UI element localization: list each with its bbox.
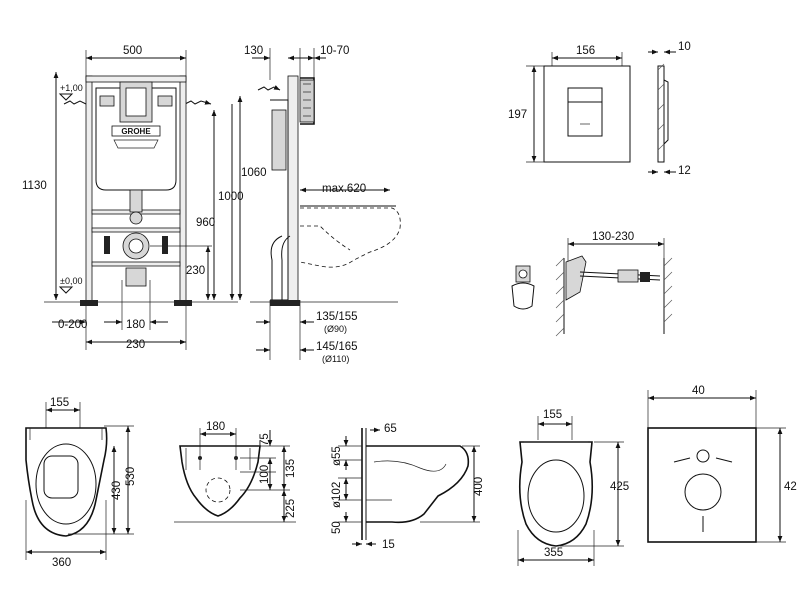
- dim-height-1000: 1000: [218, 191, 244, 203]
- dim-bowl-front-225: 225: [285, 499, 297, 518]
- dim-bowl-front-135: 135: [285, 459, 297, 478]
- dim-bowl-top-155: 155: [50, 397, 69, 409]
- dim-seat-425: 425: [610, 481, 629, 493]
- flush-button-views: 156 197 10 12: [508, 41, 691, 177]
- fixing-set-views: 130-230: [511, 231, 673, 337]
- dim-button-height: 197: [508, 109, 527, 121]
- dim-offset-0-200: 0-200: [58, 319, 87, 331]
- dim-button-width: 156: [576, 45, 595, 57]
- dim-max-620: max.620: [322, 183, 366, 195]
- dim-height-1130: 1130: [22, 180, 47, 192]
- dim-width-180: 180: [126, 319, 145, 331]
- bowl-front-view: 180 75 135 100 225: [174, 421, 297, 523]
- dim-bowl-side-d55: ø55: [331, 446, 343, 466]
- frame-front-view: 500 1130 +1,00 ±0,00 GROHE: [22, 45, 238, 351]
- level-top-label: +1,00: [60, 83, 83, 93]
- dim-mat-width-40: 40: [692, 385, 705, 397]
- dim-bowl-front-75: 75: [259, 433, 271, 446]
- dim-135-155: 135/155: [316, 311, 358, 323]
- dim-d110: (Ø110): [322, 354, 349, 364]
- frame-side-view: 130 10-70 1060 1000 960 max.620: [196, 45, 401, 364]
- dim-d90: (Ø90): [324, 324, 347, 334]
- dim-height-960: 960: [196, 217, 215, 229]
- dim-bowl-width-360: 360: [52, 557, 71, 569]
- seat-top-view: 155 425 355: [517, 409, 629, 566]
- brand-label: GROHE: [121, 127, 151, 136]
- dim-145-165: 145/165: [316, 341, 358, 353]
- dim-bowl-front-180: 180: [206, 421, 225, 433]
- dim-width-230: 230: [126, 339, 145, 351]
- dim-bowl-side-d102: ø102: [331, 482, 343, 508]
- dim-fixing-range: 130-230: [592, 231, 634, 243]
- dim-bowl-side-15: 15: [382, 539, 395, 551]
- sound-mat-view: 40 42: [647, 385, 797, 543]
- dim-bowl-front-100: 100: [259, 465, 271, 484]
- dim-button-thickness-10: 10: [678, 41, 691, 53]
- level-floor-label: ±0,00: [60, 276, 82, 286]
- dim-width-500: 500: [123, 45, 142, 57]
- dim-bowl-side-50: 50: [331, 521, 343, 534]
- dim-mat-height-42: 42: [784, 481, 797, 493]
- dim-depth-130: 130: [244, 45, 263, 57]
- dim-seat-355: 355: [544, 547, 563, 559]
- dim-bowl-length-530: 530: [125, 467, 137, 486]
- bowl-side-view: 65 ø55 ø102 50 400 15: [331, 423, 485, 551]
- dim-depth-10-70: 10-70: [320, 45, 349, 57]
- bowl-top-view: 155 530 430 360: [25, 397, 137, 569]
- dim-bowl-side-400: 400: [473, 477, 485, 496]
- dim-height-1060: 1060: [241, 167, 267, 179]
- dim-seat-155: 155: [543, 409, 562, 421]
- dim-bowl-length-430: 430: [111, 481, 123, 500]
- dim-height-230: 230: [186, 265, 205, 277]
- dim-bowl-side-65: 65: [384, 423, 397, 435]
- dim-button-thickness-12: 12: [678, 165, 691, 177]
